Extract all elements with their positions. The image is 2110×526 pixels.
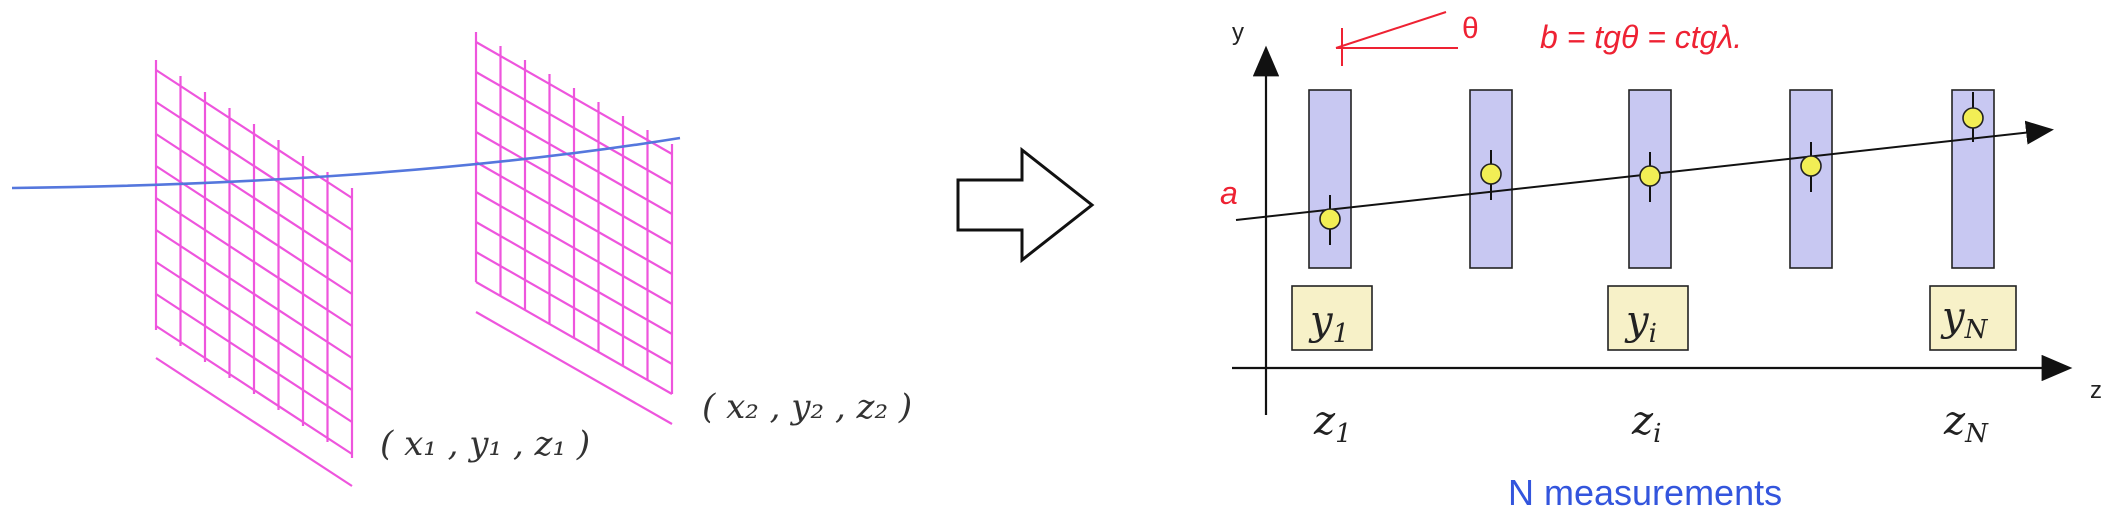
z-subscript-n: N (1964, 419, 1989, 449)
detector-plane-2 (474, 32, 674, 425)
grid-wire-horizontal (475, 71, 673, 185)
grid-wire-horizontal (475, 251, 673, 365)
z-subscript-1: 1 (1335, 419, 1352, 449)
grid-wire-horizontal (475, 161, 673, 275)
grid-wire-horizontal (155, 261, 353, 391)
z-label-1-group: z1 (1313, 398, 1352, 449)
theta-label: θ (1462, 12, 1479, 45)
z-label-n: z (1943, 398, 1966, 444)
grid-wire-horizontal (475, 131, 673, 245)
grid-wire-horizontal (155, 165, 353, 295)
z-label-1: z (1313, 398, 1336, 444)
grid-wire-horizontal (155, 133, 353, 263)
left-panel: ( x₁ , y₁ , z₁ ) ( x₂ , y₂ , z₂ ) (11, 32, 912, 487)
hit-1 (1319, 195, 1341, 245)
hit-4 (1800, 142, 1822, 192)
point1-coordinates: ( x₁ , y₁ , z₁ ) (380, 424, 590, 464)
y-label-box-n: yN (1929, 285, 2017, 351)
particle-track (11, 136, 681, 190)
hit-5 (1962, 92, 1984, 142)
grid-wire-horizontal (475, 281, 673, 395)
y-label-1: y (1308, 298, 1334, 344)
y-subscript-1: 1 (1333, 319, 1350, 349)
hit-2 (1480, 150, 1502, 200)
y-label-box-i: yi (1607, 285, 1689, 351)
y-subscript-i: i (1649, 319, 1657, 349)
y-subscript-n: N (1964, 315, 1989, 345)
y-label-i: y (1624, 298, 1650, 344)
right-panel: y z θ b = tgθ = ctgλ. (1220, 11, 2102, 513)
grid-wire-horizontal (155, 357, 353, 487)
grid-wire-horizontal (155, 229, 353, 359)
z-label-n-group: zN (1943, 398, 1989, 449)
grid-wire-horizontal (155, 197, 353, 327)
theta-angle-icon (1335, 11, 1458, 66)
detector-plane-1 (154, 60, 354, 487)
intercept-label: a (1220, 175, 1238, 211)
y-label-n: y (1940, 294, 1966, 340)
point2-coordinates: ( x₂ , y₂ , z₂ ) (702, 387, 912, 427)
z-label-i-group: zi (1631, 398, 1661, 449)
grid-wire-horizontal (475, 311, 673, 425)
grid-wire-horizontal (155, 293, 353, 423)
grid-wire-horizontal (155, 101, 353, 231)
z-axis-label: z (2090, 377, 2102, 404)
y-axis-label: y (1232, 19, 1244, 46)
svg-text:yi: yi (1624, 298, 1657, 349)
grid-wire-horizontal (475, 41, 673, 155)
right-arrow-icon (956, 146, 1095, 264)
grid-wire-horizontal (475, 101, 673, 215)
caption: N measurements (1508, 472, 1782, 513)
slope-formula: b = tgθ = ctgλ. (1540, 19, 1742, 55)
z-subscript-i: i (1653, 419, 1661, 449)
grid-wire-horizontal (475, 221, 673, 335)
y-label-box-1: y1 (1291, 285, 1373, 351)
grid-wire-horizontal (155, 325, 353, 455)
hit-3 (1639, 152, 1661, 202)
svg-text:yN: yN (1940, 294, 1989, 345)
grid-wire-horizontal (475, 191, 673, 305)
svg-text:y1: y1 (1308, 298, 1349, 349)
measurement-hits (1319, 92, 1984, 245)
z-label-i: z (1631, 398, 1654, 444)
